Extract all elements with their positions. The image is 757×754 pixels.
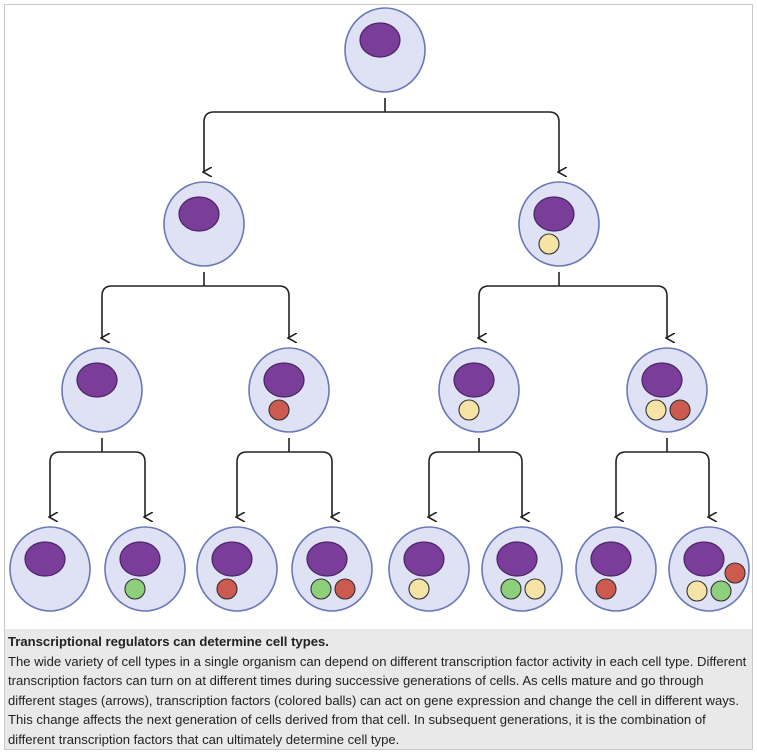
transcription-factor-green [500, 578, 522, 600]
transcription-factor-green [710, 580, 732, 602]
cell-nucleus [263, 362, 305, 398]
branch-arrow-right [134, 451, 145, 517]
branch-arrow-left [102, 285, 113, 338]
cell-nucleus [211, 541, 253, 577]
branch-arrow-left [616, 451, 627, 517]
cell-nucleus [76, 362, 118, 398]
transcription-factor-green [124, 578, 146, 600]
transcription-factor-yellow [408, 578, 430, 600]
transcription-factor-red [724, 562, 746, 584]
branch-arrow-left [429, 451, 440, 517]
transcription-factor-red [216, 578, 238, 600]
cell-nucleus [119, 541, 161, 577]
cell-nucleus [403, 541, 445, 577]
cell-nucleus [24, 541, 66, 577]
branch-arrow-right [548, 111, 559, 172]
transcription-factor-yellow [458, 399, 480, 421]
figure-frame: Transcriptional regulators can determine… [4, 4, 753, 750]
cell-nucleus [533, 196, 575, 232]
cell-nucleus [590, 541, 632, 577]
transcription-factor-red [669, 399, 691, 421]
branch-arrow-right [321, 451, 332, 517]
transcription-factor-yellow [645, 399, 667, 421]
cell-nucleus [453, 362, 495, 398]
branch-arrow-right [698, 451, 709, 517]
cell-nucleus [641, 362, 683, 398]
branch-arrow-left [237, 451, 248, 517]
cell-nucleus [178, 196, 220, 232]
transcription-factor-green [310, 578, 332, 600]
branch-arrow-left [50, 451, 61, 517]
branch-arrow-right [278, 285, 289, 338]
cell-nucleus [683, 541, 725, 577]
branch-arrow-left [479, 285, 490, 338]
cell-lineage-diagram [5, 5, 752, 629]
branch-arrow-right [656, 285, 667, 338]
cell-nucleus [306, 541, 348, 577]
figure-caption: Transcriptional regulators can determine… [8, 632, 748, 749]
caption-body: The wide variety of cell types in a sing… [8, 653, 747, 747]
cell-nucleus [496, 541, 538, 577]
branch-arrow-left [204, 111, 215, 172]
transcription-factor-red [334, 578, 356, 600]
transcription-factor-red [268, 399, 290, 421]
caption-title: Transcriptional regulators can determine… [8, 634, 329, 649]
lineage-tree-svg [9, 7, 750, 612]
transcription-factor-red [595, 578, 617, 600]
transcription-factor-yellow [538, 233, 560, 255]
cell-nucleus [359, 22, 401, 58]
branch-arrow-right [511, 451, 522, 517]
transcription-factor-yellow [524, 578, 546, 600]
transcription-factor-yellow [686, 580, 708, 602]
